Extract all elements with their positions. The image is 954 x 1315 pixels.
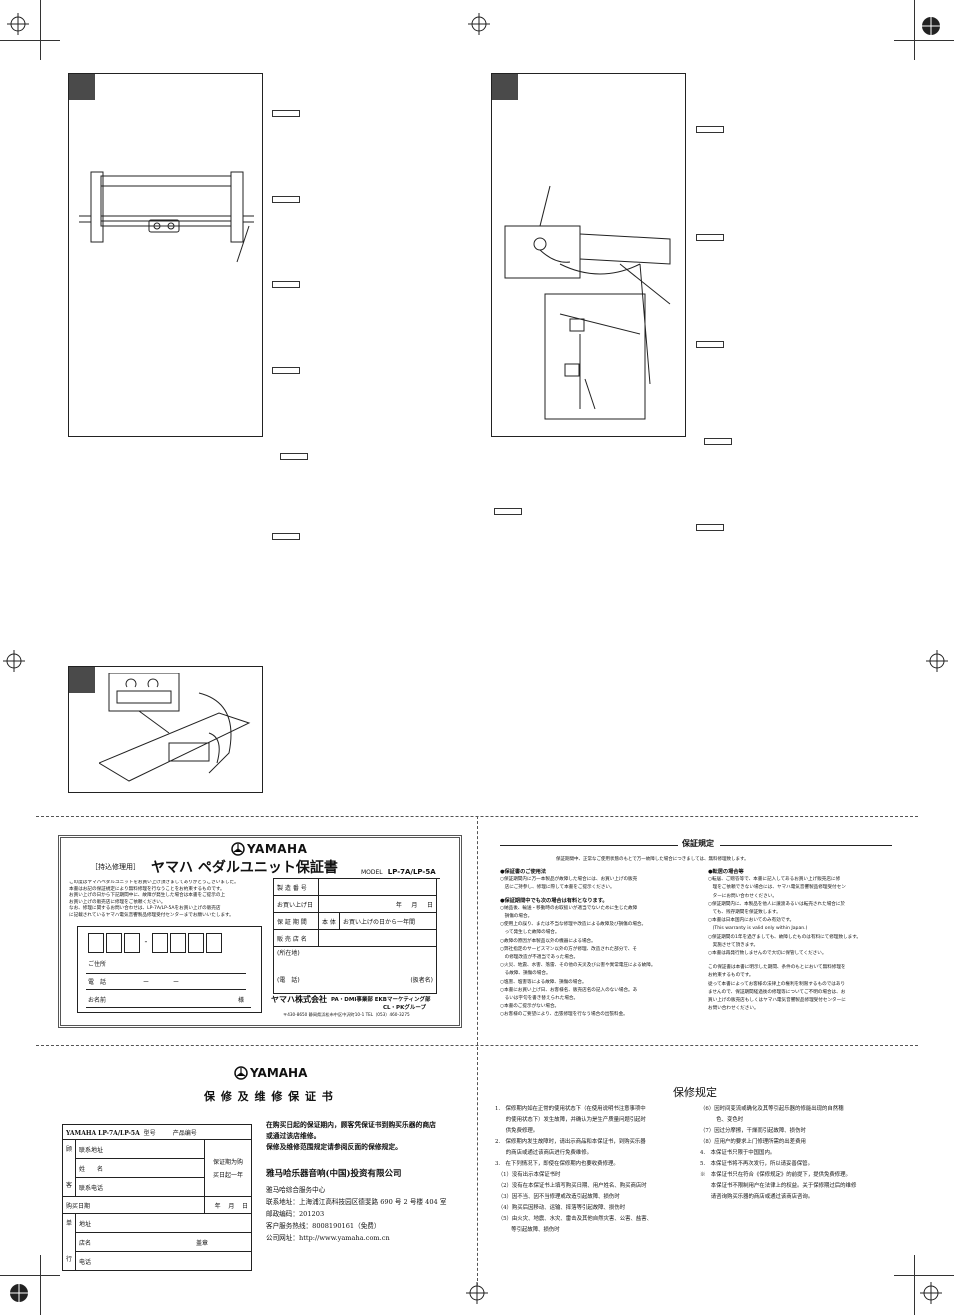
cable-connection-illustration — [504, 185, 671, 420]
note-box — [272, 196, 300, 203]
registration-mark-mid-left — [3, 650, 25, 672]
purchase-date-field[interactable]: 年 月 日 — [318, 895, 437, 913]
crop-line — [894, 1275, 954, 1276]
note-box — [696, 341, 724, 348]
cn-company-name: 雅马哈乐器音响(中国)投资有限公司 — [266, 1169, 402, 1179]
brand-name: YAMAHA — [250, 1066, 308, 1080]
yamaha-logo-icon — [234, 1066, 248, 1080]
rules-header-line — [500, 845, 700, 846]
rules-lead: 保証期間中、正常なご使用状態のもとで万一故障した場合につきましては、無料修理致し… — [556, 857, 749, 862]
cn-notice: 在购买日起的保证期内，顾客凭保证书到购买乐器的商店 或通过该店维修。 保修及维修… — [266, 1121, 436, 1151]
customer-info-box: - ご住所 電 話 ー ー お名前 様 — [77, 926, 262, 1013]
honorific: 様 — [238, 997, 245, 1004]
rules-right-column: ●転居の場合等 ○転居、ご贈答等で、本書に記入してあるお買い上げ販売店に修 理を… — [708, 869, 861, 1012]
division-name: PA・DMI事業部 EKBマーケティング部 — [331, 997, 431, 1003]
group-name: CL・PKグループ — [383, 1005, 427, 1011]
address-field[interactable] — [86, 973, 246, 974]
pedal-frame-illustration — [79, 171, 254, 263]
card-title: ヤマハ ペダルユニット保証書 — [151, 860, 338, 876]
crop-line — [0, 40, 60, 41]
yamaha-logo-icon — [231, 842, 245, 856]
jp-warranty-card: YAMAHA ［持込修理用］ ヤマハ ペダルユニット保証書 MODEL LP-7… — [58, 835, 462, 1028]
crop-line — [0, 1275, 60, 1276]
cn-rules-right: （6）因时间变流或确化及其等引起乐器的修能出现的自然穗 色、变色时 （7）因过分… — [700, 1106, 857, 1200]
note-box — [696, 126, 724, 133]
cn-card-title: 保 修 及 维 修 保 证 书 — [204, 1090, 334, 1103]
note-box — [272, 533, 300, 540]
assembly-step-panel-1 — [68, 73, 263, 437]
registration-mark-bottom-right — [920, 1282, 942, 1304]
company-name: ヤマハ株式会社 — [271, 995, 327, 1004]
dealer-field[interactable] — [318, 929, 437, 947]
model-value: LP-7A/LP-5A — [387, 868, 436, 876]
registration-mark-top-right — [920, 15, 942, 37]
note-box — [494, 508, 522, 515]
note-box — [272, 110, 300, 117]
step-number-box — [69, 74, 95, 100]
registration-mark-top-center — [468, 13, 490, 35]
crop-line — [914, 1255, 915, 1315]
phone-field[interactable] — [86, 989, 246, 990]
crop-line — [40, 1255, 41, 1315]
postal-code-boxes[interactable]: - — [88, 933, 222, 953]
rules-left-column: ●保証書のご使用法 ○保証期間内に万一本製品が故障した場合には、お買い上げの販売… — [500, 869, 656, 1018]
assembly-step-panel-3 — [68, 666, 263, 793]
rules-header: 保証規定 — [678, 838, 718, 849]
note-box — [696, 234, 724, 241]
serial-field[interactable] — [318, 878, 437, 896]
crop-line — [40, 0, 41, 60]
step-number-box — [492, 74, 518, 100]
cn-rules-left: 1. 保修期内如在正常的使用状态下（在使用说明书注意事项中 的使用状态下）发生故… — [495, 1106, 653, 1233]
phone-label: 電 話 — [88, 979, 107, 986]
note-box — [272, 367, 300, 374]
registration-mark-mid-right — [926, 650, 948, 672]
model-label: MODEL — [361, 869, 383, 876]
assembly-step-panel-2 — [491, 73, 686, 437]
crop-line — [914, 0, 915, 60]
warranty-info-table: 製 造 番 号 お買い上げ日年 月 日 保 証 期 間本 体お買い上げの日から一… — [273, 878, 437, 994]
cn-service-info: 雅马哈综合服务中心 联系地址：上海浦江高科技园区德斐路 690 号 2 号楼 4… — [266, 1186, 447, 1242]
note-box — [704, 438, 732, 445]
cn-warranty-table: YAMAHA LP-7A/LP-5A 型号 产品编号 顾客 联系地址 保证期为购… — [61, 1124, 252, 1271]
note-box — [696, 524, 724, 531]
address-label: ご住所 — [88, 961, 107, 968]
card-tag: ［持込修理用］ — [91, 863, 140, 871]
note-box — [280, 453, 308, 460]
name-label: お名前 — [88, 997, 107, 1004]
note-box — [272, 281, 300, 288]
cut-line-vertical — [477, 816, 478, 1286]
registration-mark-bottom-left — [8, 1282, 30, 1304]
brand-name: YAMAHA — [247, 842, 308, 856]
crop-line — [894, 40, 954, 41]
company-address: 〒430-8650 静岡県浜松市中区中沢町10-1 TEL（053）460-32… — [283, 1012, 410, 1017]
pedal-adjust-illustration — [99, 673, 251, 782]
intro-text: この度はヤマハペダルユニットをお買い上げ頂きましてありがとうございました。 本書… — [69, 880, 239, 918]
step-number-box — [69, 667, 95, 693]
name-field[interactable] — [86, 1007, 251, 1008]
cn-rules-title: 保修规定 — [673, 1086, 717, 1099]
registration-mark-top-left — [7, 13, 29, 35]
